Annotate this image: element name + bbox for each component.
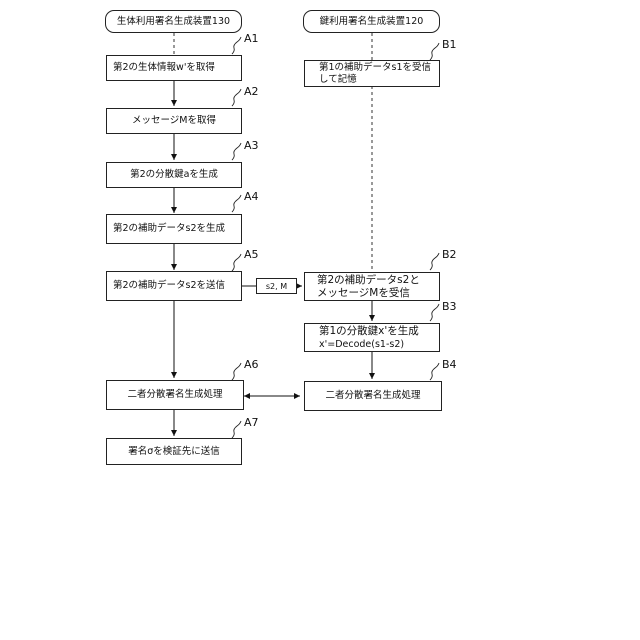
right-device-header: 鍵利用署名生成装置120 [303,10,440,33]
step-b1-line2: して記憶 [319,74,357,86]
label-a4: A4 [244,190,259,203]
label-a3: A3 [244,139,259,152]
step-a6: 二者分散署名生成処理 [106,380,244,410]
leader-a4 [232,195,241,212]
leader-a5 [232,254,241,271]
label-b4: B4 [442,358,457,371]
step-b4: 二者分散署名生成処理 [304,381,442,411]
label-a7: A7 [244,416,259,429]
step-b2-line1: 第2の補助データs2と [317,274,420,287]
step-b2-line2: メッセージMを受信 [317,287,410,300]
leader-a3 [232,143,241,160]
leader-a6 [232,363,241,380]
label-a1: A1 [244,32,259,45]
leader-a2 [232,89,241,106]
transfer-label: s2, M [256,278,297,294]
leader-a1 [232,37,241,54]
step-b3-line1: 第1の分散鍵x'を生成 [319,325,419,338]
left-device-header: 生体利用署名生成装置130 [105,10,242,33]
label-a2: A2 [244,85,259,98]
step-b3-line2: x'=Decode(s1-s2) [319,338,404,351]
label-b3: B3 [442,300,457,313]
label-a5: A5 [244,248,259,261]
leader-b2 [430,253,439,270]
step-b1-line1: 第1の補助データs1を受信 [319,62,431,74]
label-b2: B2 [442,248,457,261]
step-a3: 第2の分散鍵aを生成 [106,162,242,188]
step-a1: 第2の生体情報w'を取得 [106,55,242,81]
label-a6: A6 [244,358,259,371]
leader-a7 [232,421,241,438]
step-a5: 第2の補助データs2を送信 [106,271,242,301]
leader-b4 [430,363,439,380]
leader-b1 [430,43,439,60]
step-b1: 第1の補助データs1を受信 して記憶 [304,60,440,87]
leader-b3 [430,304,439,321]
step-b3: 第1の分散鍵x'を生成 x'=Decode(s1-s2) [304,323,440,352]
label-b1: B1 [442,38,457,51]
step-b2: 第2の補助データs2と メッセージMを受信 [304,272,440,301]
step-a2: メッセージMを取得 [106,108,242,134]
step-a4: 第2の補助データs2を生成 [106,214,242,244]
step-a7: 署名σを検証先に送信 [106,438,242,465]
